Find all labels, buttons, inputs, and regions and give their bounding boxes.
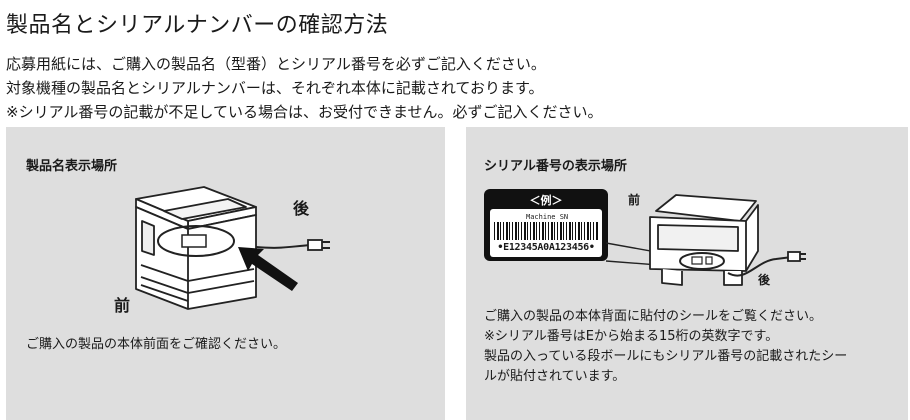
caption-line: ※シリアル番号はEから始まる15桁の英数字です。 [484, 329, 779, 344]
caption-line: ご購入の製品の本体背面に貼付のシールをご覧ください。 [484, 309, 823, 324]
front-label: 前 [628, 193, 641, 207]
front-label: 前 [114, 296, 131, 315]
serial-number-caption: ご購入の製品の本体背面に貼付のシールをご覧ください。 ※シリアル番号はEから始ま… [484, 307, 889, 387]
intro-line: 対象機種の製品名とシリアルナンバーは、それぞれ本体に記載されております。 [6, 79, 544, 97]
machine-sn-text: Machine SN [526, 213, 569, 221]
barcode-area: Machine SN •E12345A0A123456• [490, 209, 602, 257]
serial-example-text: •E12345A0A123456• [497, 242, 595, 253]
page-title: 製品名とシリアルナンバーの確認方法 [6, 13, 389, 38]
serial-number-location-heading: シリアル番号の表示場所 [484, 159, 627, 174]
serial-number-location-panel: シリアル番号の表示場所 ＜例＞ Machine SN •E12345A0A123… [466, 127, 908, 420]
back-label: 後 [758, 273, 771, 287]
barcode-icon [494, 222, 598, 240]
example-label: ＜例＞ [529, 194, 563, 207]
product-name-location-panel: 製品名表示場所 [6, 127, 445, 420]
product-name-location-heading: 製品名表示場所 [26, 159, 118, 174]
caption-line: 製品の入っている段ボールにもシリアル番号の記載されたシー [484, 349, 848, 364]
product-name-caption: ご購入の製品の本体前面をご確認ください。 [26, 337, 287, 352]
intro-line: 応募用紙には、ご購入の製品名（型番）とシリアル番号を必ずご記入ください。 [6, 55, 546, 73]
printer-back-illustration [605, 191, 816, 301]
back-label: 後 [293, 199, 310, 218]
serial-label-example: ＜例＞ Machine SN •E12345A0A123456• [484, 189, 608, 261]
intro-line: ※シリアル番号の記載が不足している場合は、お受付できません。必ずご記入ください。 [6, 103, 603, 121]
caption-line: ルが貼付されています。 [484, 369, 626, 384]
intro-text: 応募用紙には、ご購入の製品名（型番）とシリアル番号を必ずご記入ください。 対象機… [6, 52, 603, 124]
printer-front-illustration [106, 185, 346, 315]
